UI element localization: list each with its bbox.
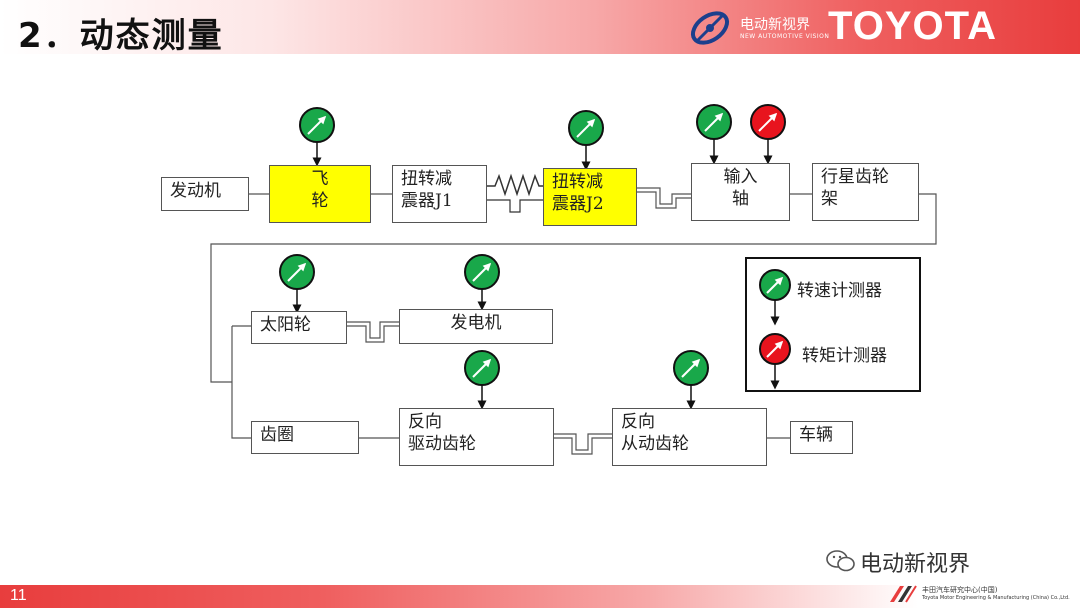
footer-org-name: 丰田汽车研究中心(中国) — [922, 586, 998, 594]
torque-meter-icon-input — [750, 104, 786, 165]
reverse-driven-gear-label-1: 反向 — [621, 412, 655, 432]
input-shaft-label-1: 输入 — [723, 167, 758, 187]
planet-carrier-label-2: 架 — [821, 189, 838, 209]
legend: 转速计测器 转矩计测器 — [745, 257, 921, 392]
planet-carrier-label-1: 行星齿轮 — [821, 167, 889, 187]
coupling-sun-generator — [347, 321, 399, 339]
speed-meter-icon-generator — [464, 254, 500, 311]
planet-carrier-box: 行星齿轮 架 — [812, 163, 919, 221]
footer-bar: 11 — [0, 585, 1080, 608]
flywheel-label-2: 轮 — [311, 191, 329, 211]
flywheel-label-1: 飞 — [311, 169, 329, 189]
damper-j2-label-2: 震器J2 — [552, 194, 604, 214]
spring-symbol — [487, 173, 543, 197]
ring-gear-label: 齿圈 — [260, 425, 294, 445]
coupling-j2-input — [637, 187, 691, 205]
brand-logo-icon — [690, 11, 730, 45]
flywheel-box: 飞 轮 — [269, 165, 371, 223]
damper-j1-box: 扭转减 震器J1 — [392, 165, 487, 223]
damper-symbol — [487, 199, 543, 213]
legend-speed-meter-label: 转速计测器 — [797, 281, 882, 301]
input-shaft-box: 输入 轴 — [691, 163, 790, 221]
speed-meter-icon-input — [696, 104, 732, 165]
ring-gear-box: 齿圈 — [251, 421, 359, 454]
speed-meter-icon-sun — [279, 254, 315, 314]
legend-torque-meter-icon — [759, 333, 791, 390]
vehicle-label: 车辆 — [799, 425, 833, 445]
speed-meter-icon-driven — [673, 350, 709, 410]
toyota-logo: TOYOTA — [828, 4, 997, 48]
speed-meter-icon-j2 — [568, 110, 604, 171]
watermark-text: 电动新视界 — [860, 552, 971, 577]
damper-j2-label-1: 扭转减 — [552, 172, 603, 192]
tmec-logo-icon — [890, 585, 917, 603]
brand-name: 电动新视界 — [740, 17, 810, 33]
page-title: 2．动态测量 — [18, 16, 224, 56]
page-number: 11 — [10, 587, 27, 604]
vehicle-box: 车辆 — [790, 421, 853, 454]
reverse-driven-gear-label-2: 从动齿轮 — [621, 434, 689, 454]
legend-icons — [759, 269, 791, 390]
generator-label: 发电机 — [450, 313, 502, 333]
speed-meter-icon-flywheel — [299, 107, 335, 167]
link-carrier-loop — [210, 193, 937, 383]
speed-meter-icon-drive — [464, 350, 500, 410]
engine-label: 发动机 — [170, 181, 221, 201]
header-bar: 2．动态测量 电动新视界 NEW AUTOMOTIVE VISION TOYOT… — [0, 0, 1080, 56]
reverse-driven-gear-box: 反向 从动齿轮 — [612, 408, 767, 466]
brand-subtitle: NEW AUTOMOTIVE VISION — [740, 33, 830, 40]
reverse-drive-gear-box: 反向 驱动齿轮 — [399, 408, 554, 466]
sun-gear-label: 太阳轮 — [260, 315, 311, 335]
wechat-icon — [826, 550, 855, 572]
generator-box: 发电机 — [399, 309, 553, 344]
legend-speed-meter-icon — [759, 269, 791, 326]
engine-box: 发动机 — [161, 177, 249, 211]
coupling-drive-driven — [554, 433, 612, 451]
reverse-drive-gear-label-2: 驱动齿轮 — [408, 434, 476, 454]
damper-j1-label-2: 震器J1 — [401, 191, 453, 211]
damper-j2-box: 扭转减 震器J2 — [543, 168, 637, 226]
reverse-drive-gear-label-1: 反向 — [408, 412, 442, 432]
damper-j1-label-1: 扭转减 — [401, 169, 452, 189]
input-shaft-label-2: 轴 — [732, 189, 749, 209]
sun-gear-box: 太阳轮 — [251, 311, 347, 344]
legend-torque-meter-label: 转矩计测器 — [802, 346, 887, 366]
footer-org-english: Toyota Motor Engineering & Manufacturing… — [922, 595, 1070, 601]
